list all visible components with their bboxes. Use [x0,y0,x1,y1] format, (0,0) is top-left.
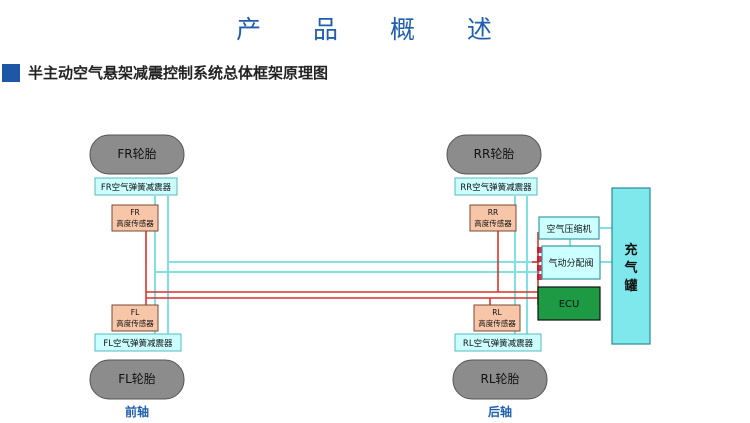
tire-fr: FR轮胎 [89,134,185,175]
height-sensor-rl-code: RL [492,308,502,317]
height-sensor-rr: RR 高度传感器 [469,204,517,232]
page-title: 产 品 概 述 [236,15,514,44]
shock-rl: RL空气弹簧减震器 [454,333,542,352]
tire-rr-label: RR轮胎 [474,147,515,161]
tire-fr-label: FR轮胎 [117,147,156,161]
height-sensor-rr-label: 高度传感器 [474,218,512,228]
valve-label: 气动分配阀 [548,257,593,269]
height-sensor-fl: FL 高度传感器 [111,304,159,332]
height-sensor-rr-code: RR [488,208,498,217]
height-sensor-rl: RL 高度传感器 [473,304,521,332]
section-title: 半主动空气悬架减震控制系统总体框架原理图 [28,64,329,82]
ecu-label: ECU [559,299,580,310]
shock-rr-label: RR空气弹簧减震器 [460,182,532,193]
section-marker [2,64,20,82]
tire-rl: RL轮胎 [452,359,548,400]
shock-rl-label: RL空气弹簧减震器 [463,338,534,349]
height-sensor-fr-label: 高度传感器 [116,218,154,228]
tire-rl-label: RL轮胎 [480,372,519,386]
ecu: ECU [537,286,601,321]
tire-rr: RR轮胎 [446,134,542,175]
compressor: 空气压缩机 [538,216,600,240]
height-sensor-fr: FR 高度传感器 [111,204,159,232]
signal-lines [145,231,539,305]
air-tank: 充 气 罐 [611,187,651,345]
tank-label-2: 气 [624,260,637,276]
shock-fl: FL空气弹簧减震器 [94,333,182,352]
height-sensor-rl-label: 高度传感器 [478,318,516,328]
tank-label-1: 充 [624,242,637,258]
compressor-label: 空气压缩机 [546,223,591,235]
front-axle-label: 前轴 [125,404,149,419]
shock-fl-label: FL空气弹簧减震器 [103,338,173,349]
shock-fr-label: FR空气弹簧减震器 [101,182,172,193]
tank-label-3: 罐 [623,278,637,294]
shock-fr: FR空气弹簧减震器 [94,177,178,196]
tire-fl: FL轮胎 [89,359,185,400]
height-sensor-fl-code: FL [131,308,140,317]
height-sensor-fl-label: 高度传感器 [116,318,154,328]
tire-fl-label: FL轮胎 [118,372,156,386]
height-sensor-fr-code: FR [130,208,140,217]
shock-rr: RR空气弹簧减震器 [454,177,538,196]
rear-axle-label: 后轴 [488,404,512,419]
distribution-valve: 气动分配阀 [541,245,601,280]
